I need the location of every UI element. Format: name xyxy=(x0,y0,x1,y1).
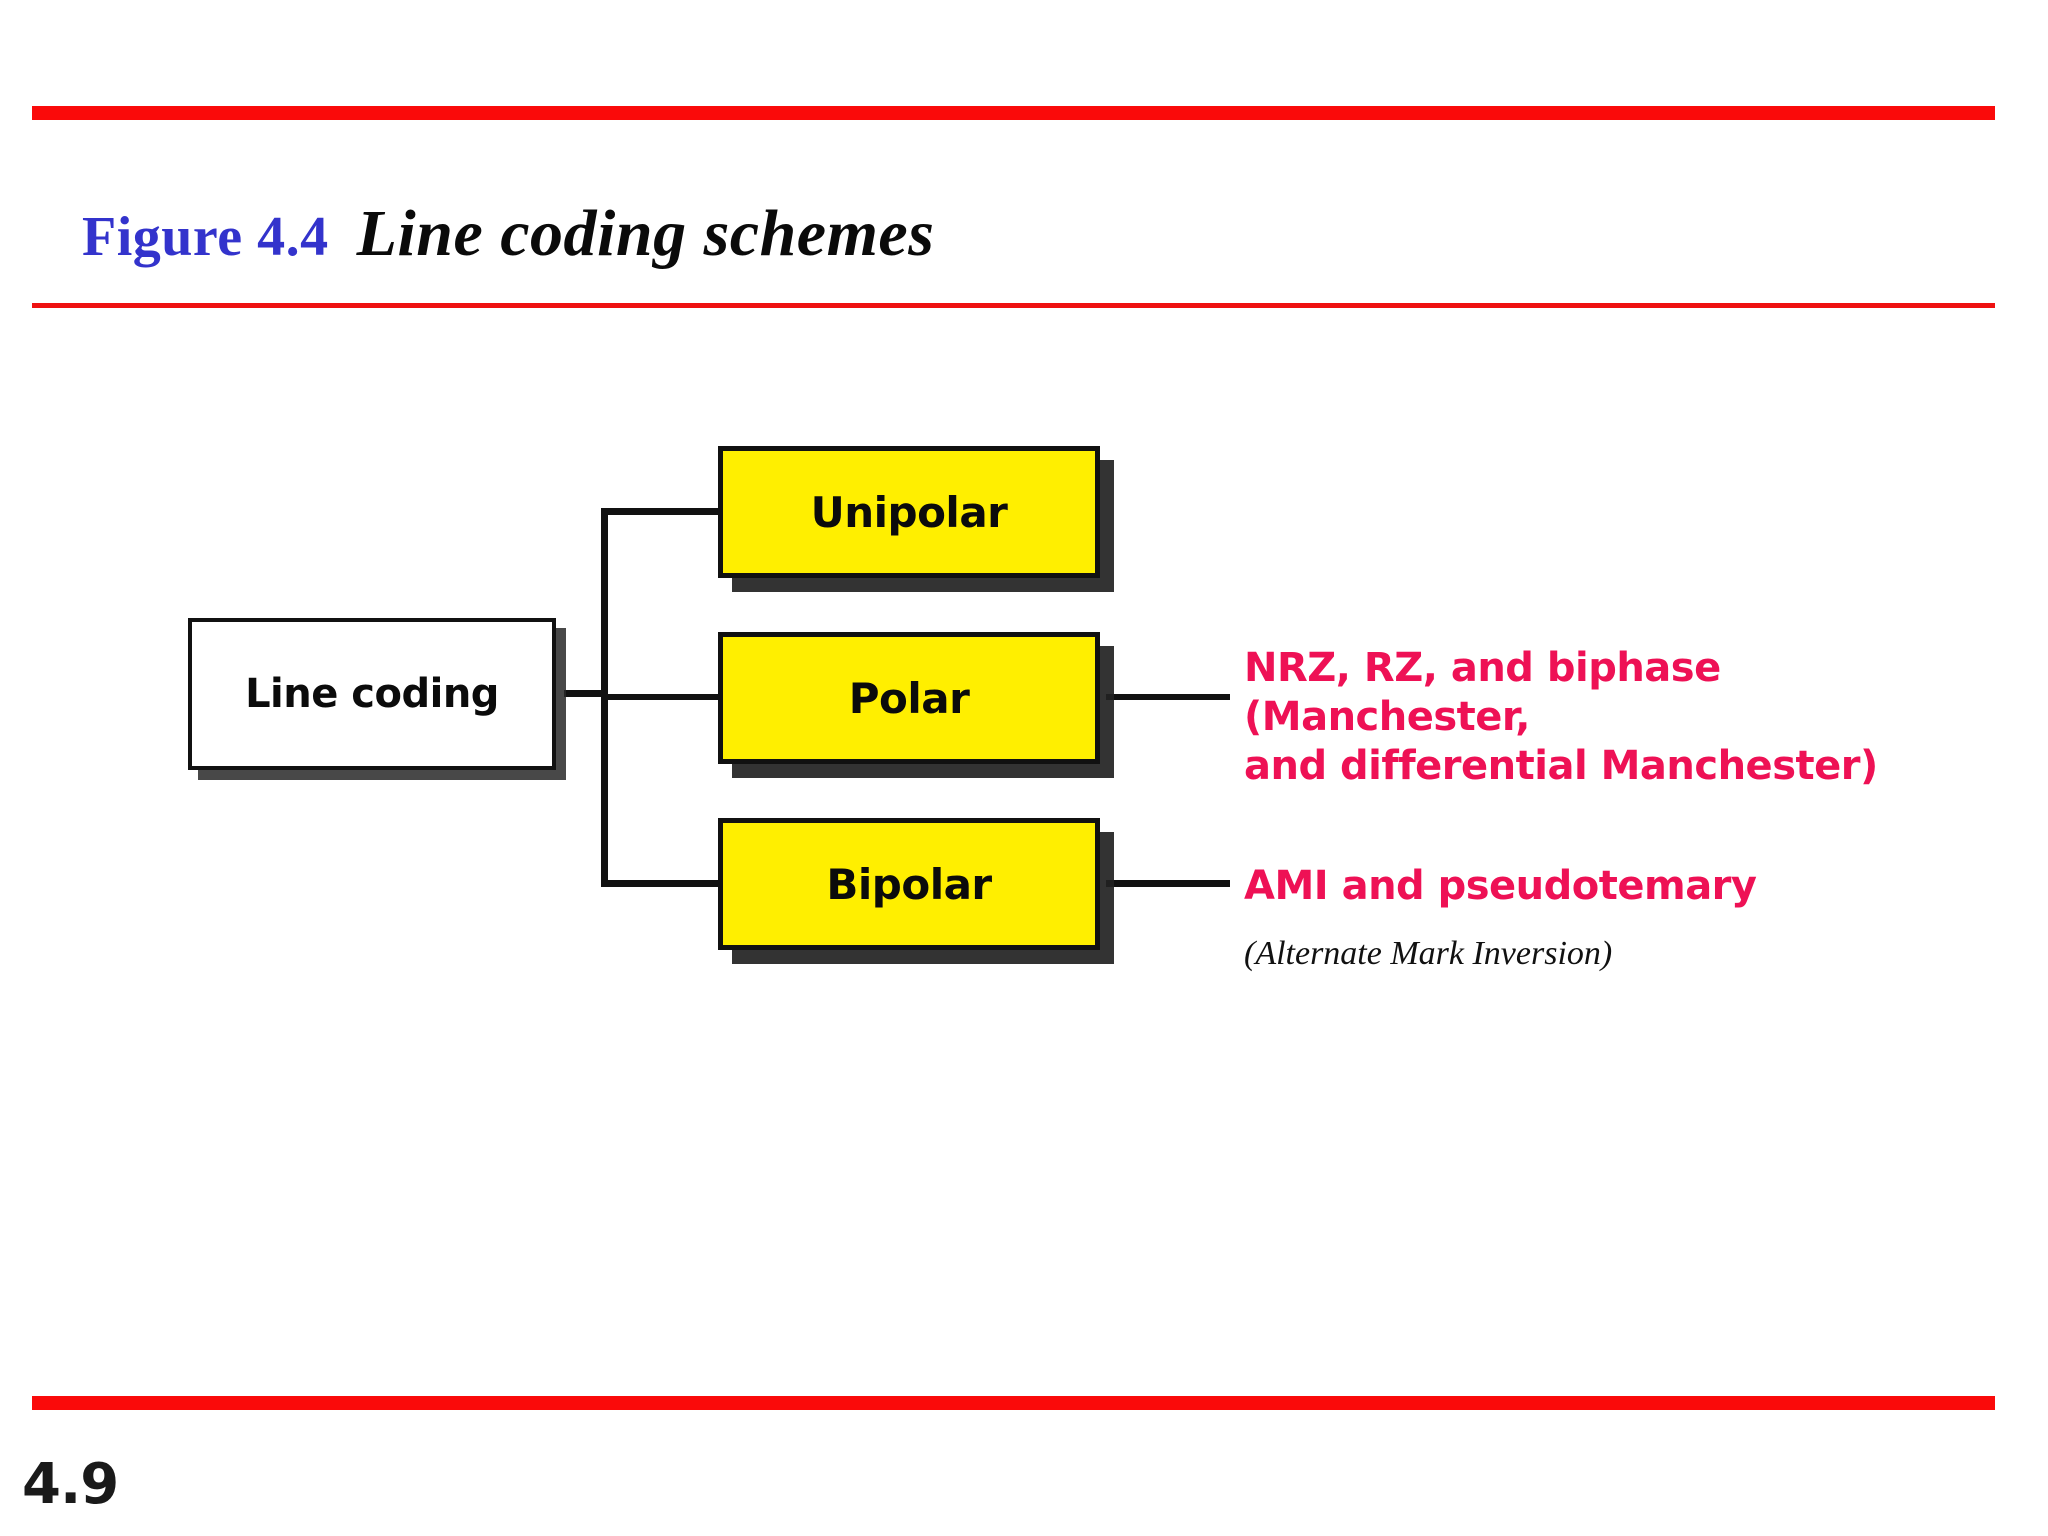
annotation-bipolar-expansion: (Alternate Mark Inversion) xyxy=(1244,935,1613,972)
leader-line-polar xyxy=(1106,694,1230,700)
node-bipolar[interactable]: Bipolar xyxy=(718,818,1100,950)
connector-branch-polar xyxy=(601,694,721,700)
line-coding-tree-diagram: Line coding Unipolar Polar Bipolar NRZ, … xyxy=(188,446,1878,972)
page-title: Line coding schemes xyxy=(356,197,935,270)
connector-branch-unipolar xyxy=(601,508,721,515)
title-underline-rule xyxy=(32,303,1995,308)
leader-line-bipolar xyxy=(1106,880,1230,887)
page-number: 4.9 xyxy=(22,1452,119,1517)
node-line-coding[interactable]: Line coding xyxy=(188,618,556,770)
connector-root-stub xyxy=(564,690,608,697)
node-polar[interactable]: Polar xyxy=(718,632,1100,764)
node-unipolar[interactable]: Unipolar xyxy=(718,446,1100,578)
node-polar-label: Polar xyxy=(848,673,970,723)
connector-branch-bipolar xyxy=(601,880,721,887)
slide-title-row: Figure 4.4 Line coding schemes xyxy=(82,196,934,272)
annotation-polar: NRZ, RZ, and biphase (Manchester, and di… xyxy=(1244,645,1878,789)
node-line-coding-label: Line coding xyxy=(245,671,499,717)
top-red-rule xyxy=(32,106,1995,120)
node-bipolar-label: Bipolar xyxy=(826,859,992,909)
bottom-red-rule xyxy=(32,1396,1995,1410)
node-unipolar-label: Unipolar xyxy=(810,487,1008,537)
figure-number-label: Figure 4.4 xyxy=(82,206,329,268)
annotation-bipolar: AMI and pseudotemary xyxy=(1244,863,1757,909)
